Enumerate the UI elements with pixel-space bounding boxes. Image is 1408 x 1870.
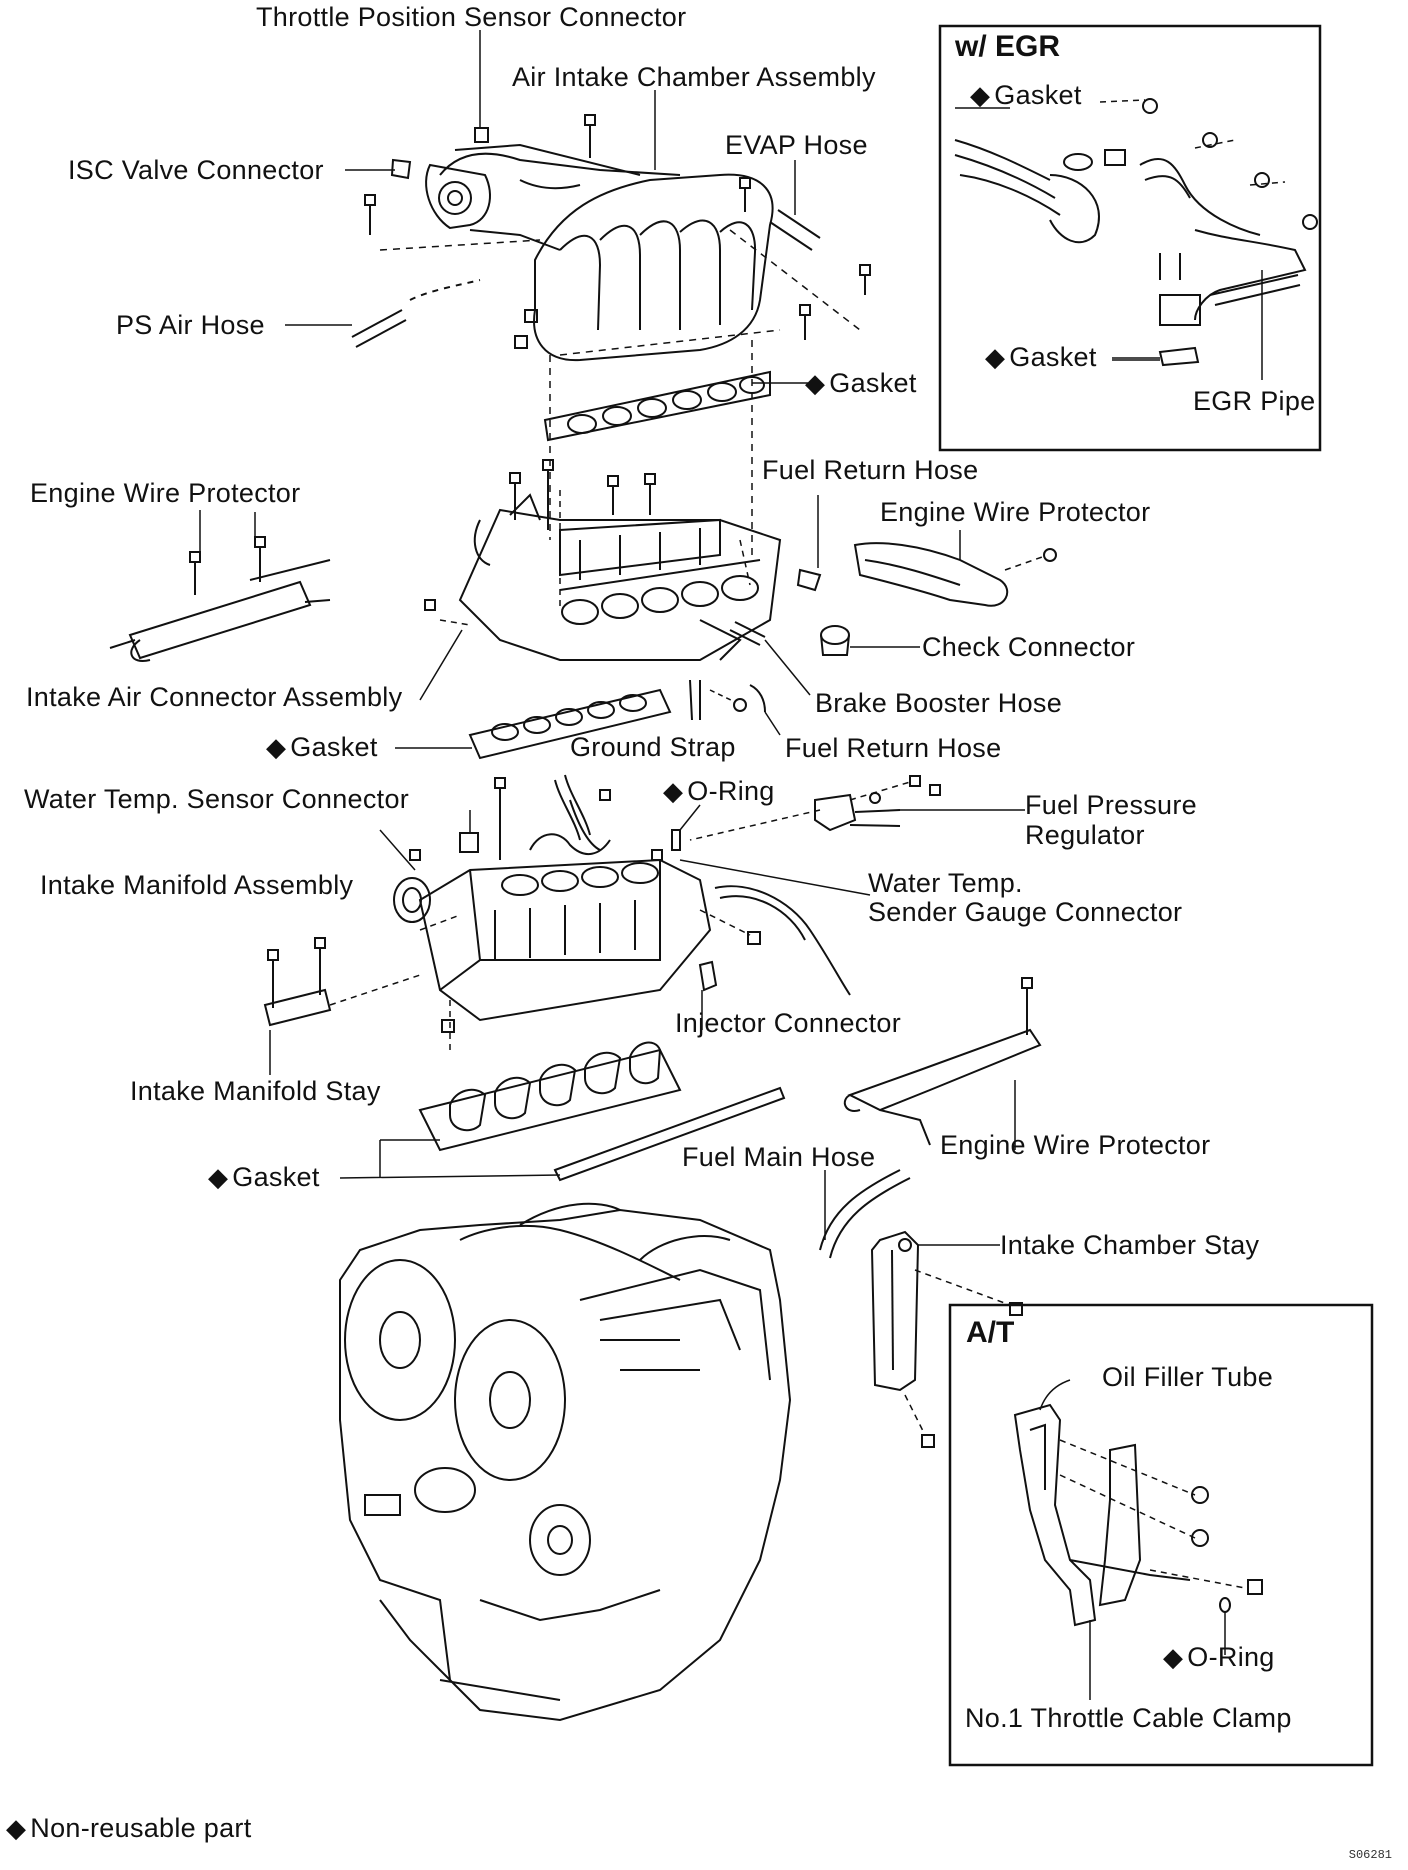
label-ground-strap: Ground Strap xyxy=(570,732,736,762)
water-temp-sender-gauge-wire xyxy=(715,886,850,995)
fuel-main-hose xyxy=(820,1170,910,1258)
at-inset-box xyxy=(950,1305,1372,1765)
label-fuel-main-hose: Fuel Main Hose xyxy=(682,1142,876,1172)
check-connector xyxy=(821,626,849,655)
chamber-gasket xyxy=(545,372,770,440)
engine-block xyxy=(340,1204,790,1720)
diamond-icon: ◆ xyxy=(663,776,684,806)
manifold-gasket xyxy=(420,1043,680,1150)
diamond-icon: ◆ xyxy=(970,80,991,110)
diamond-icon: ◆ xyxy=(208,1162,229,1192)
intake-manifold-assembly xyxy=(394,800,710,1020)
connector-gasket xyxy=(470,690,670,758)
at-inset-title: A/T xyxy=(966,1316,1015,1349)
label-o-ring-text: O-Ring xyxy=(1187,1642,1275,1672)
brake-booster-hose xyxy=(730,622,765,645)
injector-connector xyxy=(700,962,716,990)
label-gasket-text: Gasket xyxy=(1009,342,1097,372)
bolts-top xyxy=(365,115,870,348)
intake-manifold-stay xyxy=(265,938,330,1025)
diamond-icon: ◆ xyxy=(6,1813,27,1843)
label-ps-air-hose: PS Air Hose xyxy=(116,310,265,340)
label-gasket-connector: ◆Gasket xyxy=(266,732,378,762)
figure-code: S06281 xyxy=(1348,1848,1392,1862)
egr-assembly xyxy=(955,99,1317,365)
label-water-temp-sensor-connector: Water Temp. Sensor Connector xyxy=(24,784,410,814)
label-intake-chamber-stay: Intake Chamber Stay xyxy=(1000,1230,1260,1260)
fuel-return-hose-upper xyxy=(798,570,820,590)
label-engine-wire-protector-lower: Engine Wire Protector xyxy=(940,1130,1211,1160)
label-gasket-chamber: ◆Gasket xyxy=(805,368,917,398)
label-engine-wire-protector-left: Engine Wire Protector xyxy=(30,478,301,508)
at-assembly xyxy=(1015,1405,1262,1625)
water-temp-sensor-connector xyxy=(460,833,478,852)
label-fuel-return-hose-lower: Fuel Return Hose xyxy=(785,733,1002,763)
label-intake-manifold-assembly: Intake Manifold Assembly xyxy=(40,870,354,900)
engine-wire-protector-right xyxy=(855,543,1056,606)
label-gasket-text: Gasket xyxy=(290,732,378,762)
diamond-icon: ◆ xyxy=(985,342,1006,372)
label-gasket-egr-bottom: ◆Gasket xyxy=(985,342,1097,372)
label-gasket-text: Gasket xyxy=(829,368,917,398)
ground-strap xyxy=(690,680,700,720)
label-o-ring-text: O-Ring xyxy=(687,776,775,806)
intake-air-connector-assembly xyxy=(460,495,780,660)
engine-wire-protector-left xyxy=(110,537,330,661)
label-air-intake-chamber-assembly: Air Intake Chamber Assembly xyxy=(512,62,876,92)
label-fuel-pressure-regulator-2: Regulator xyxy=(1025,820,1145,850)
fuel-return-hose-lower xyxy=(750,685,765,712)
bolts-connector xyxy=(425,460,655,610)
label-engine-wire-protector-right: Engine Wire Protector xyxy=(880,497,1151,527)
label-gasket-text: Gasket xyxy=(232,1162,320,1192)
egr-inset-title: w/ EGR xyxy=(955,30,1061,63)
evap-hose xyxy=(770,210,820,250)
label-egr-pipe: EGR Pipe xyxy=(1193,386,1316,416)
fuel-pressure-regulator xyxy=(815,776,940,830)
bolts-manifold xyxy=(410,778,760,1032)
egr-inset-box xyxy=(940,26,1320,450)
label-brake-booster-hose: Brake Booster Hose xyxy=(815,688,1063,718)
diamond-icon: ◆ xyxy=(1163,1642,1184,1672)
isc-valve-connector xyxy=(392,160,410,178)
label-injector-connector: Injector Connector xyxy=(675,1008,902,1038)
label-gasket-text: Gasket xyxy=(994,80,1082,110)
leader-lines xyxy=(255,30,1160,870)
legend-non-reusable: ◆Non-reusable part xyxy=(6,1813,252,1843)
label-o-ring-at: ◆O-Ring xyxy=(1163,1642,1275,1672)
label-throttle-position-sensor-connector: Throttle Position Sensor Connector xyxy=(256,2,687,32)
o-ring-small xyxy=(672,830,680,850)
ps-air-hose xyxy=(352,310,406,347)
rail-gasket xyxy=(555,1088,784,1180)
label-intake-manifold-stay: Intake Manifold Stay xyxy=(130,1076,381,1106)
label-evap-hose: EVAP Hose xyxy=(725,130,868,160)
label-water-temp-sender-1: Water Temp. xyxy=(868,868,1023,898)
diamond-icon: ◆ xyxy=(805,368,826,398)
air-intake-chamber-assembly xyxy=(426,145,772,360)
label-isc-valve-connector: ISC Valve Connector xyxy=(68,155,324,185)
label-gasket-egr-top: ◆Gasket xyxy=(970,80,1082,110)
intake-chamber-stay xyxy=(872,1232,1022,1447)
label-water-temp-sender-2: Sender Gauge Connector xyxy=(868,897,1183,927)
legend-text: Non-reusable part xyxy=(30,1813,252,1843)
label-no1-throttle-cable-clamp: No.1 Throttle Cable Clamp xyxy=(965,1703,1292,1733)
label-check-connector: Check Connector xyxy=(922,632,1136,662)
label-oil-filler-tube: Oil Filler Tube xyxy=(1102,1362,1274,1392)
label-gasket-manifold: ◆Gasket xyxy=(208,1162,320,1192)
label-fuel-pressure-regulator-1: Fuel Pressure xyxy=(1025,790,1197,820)
label-o-ring-manifold: ◆O-Ring xyxy=(663,776,775,806)
throttle-position-sensor-connector xyxy=(475,128,488,142)
label-intake-air-connector-assembly: Intake Air Connector Assembly xyxy=(26,682,403,712)
engine-wire-protector-lower xyxy=(845,978,1040,1145)
diamond-icon: ◆ xyxy=(266,732,287,762)
label-fuel-return-hose-upper: Fuel Return Hose xyxy=(762,455,979,485)
